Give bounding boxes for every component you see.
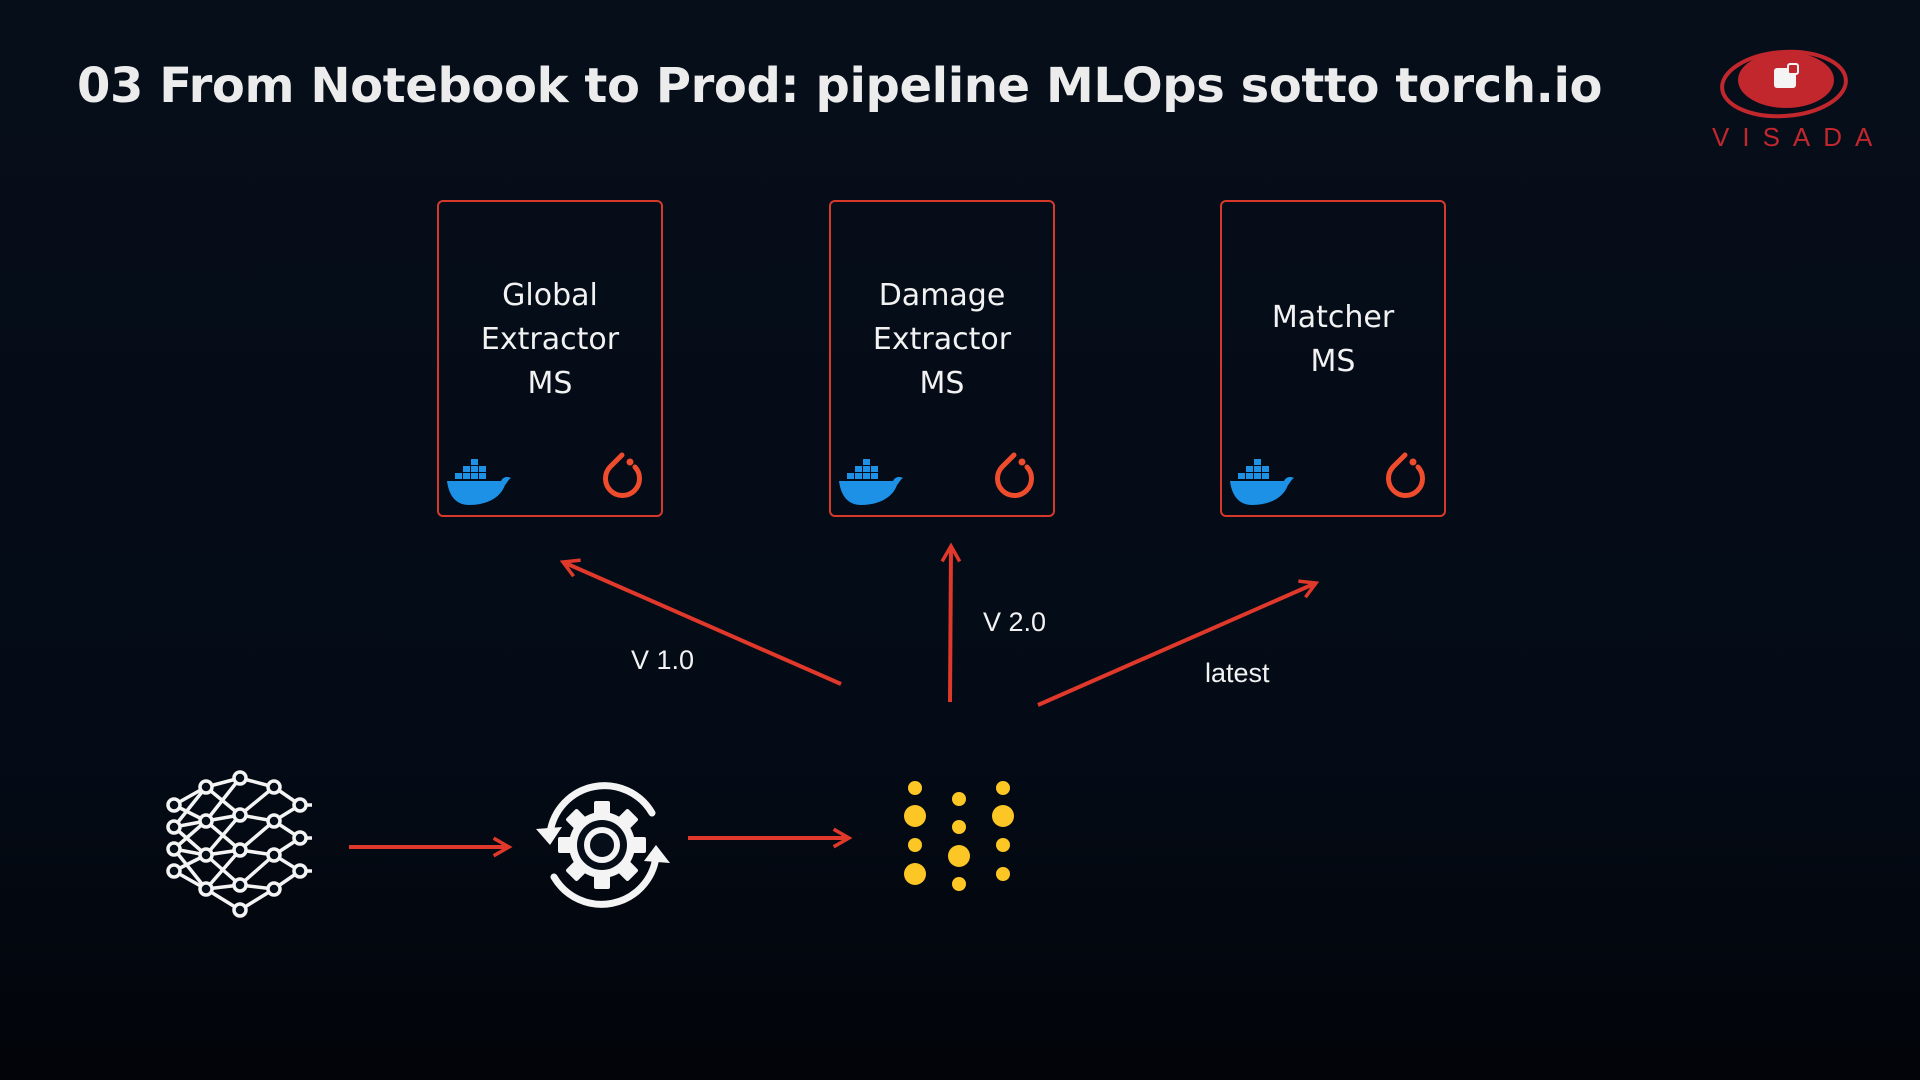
service-card-damage-extractor: Damage Extractor MS <box>829 200 1055 517</box>
service-label: Damage Extractor MS <box>872 278 1012 401</box>
service-label: Global Extractor MS <box>480 278 620 401</box>
slide-title: 03 From Notebook to Prod: pipeline MLOps… <box>77 58 1603 114</box>
edge-label-v1: V 1.0 <box>631 645 695 675</box>
pytorch-icon <box>1386 452 1425 498</box>
neural-network-icon <box>166 770 312 918</box>
arrow-to-global-extractor <box>563 562 842 686</box>
docker-icon <box>447 459 511 505</box>
arrow-to-matcher <box>1037 583 1316 707</box>
edge-label-latest: latest <box>1205 658 1270 688</box>
docker-icon <box>1230 459 1294 505</box>
pytorch-icon <box>995 452 1034 498</box>
edge-label-v2: V 2.0 <box>983 607 1047 637</box>
logo-text: VISADA <box>1712 122 1886 152</box>
visada-logo-icon <box>1720 49 1848 119</box>
docker-icon <box>839 459 903 505</box>
pytorch-icon <box>603 452 642 498</box>
arrow-to-damage-extractor <box>950 546 951 703</box>
gear-cycle-icon <box>536 782 670 908</box>
service-label: Matcher MS <box>1271 300 1395 379</box>
model-registry-icon <box>904 781 1014 891</box>
service-card-global-extractor: Global Extractor MS <box>437 200 663 517</box>
service-card-matcher: Matcher MS <box>1220 200 1446 517</box>
